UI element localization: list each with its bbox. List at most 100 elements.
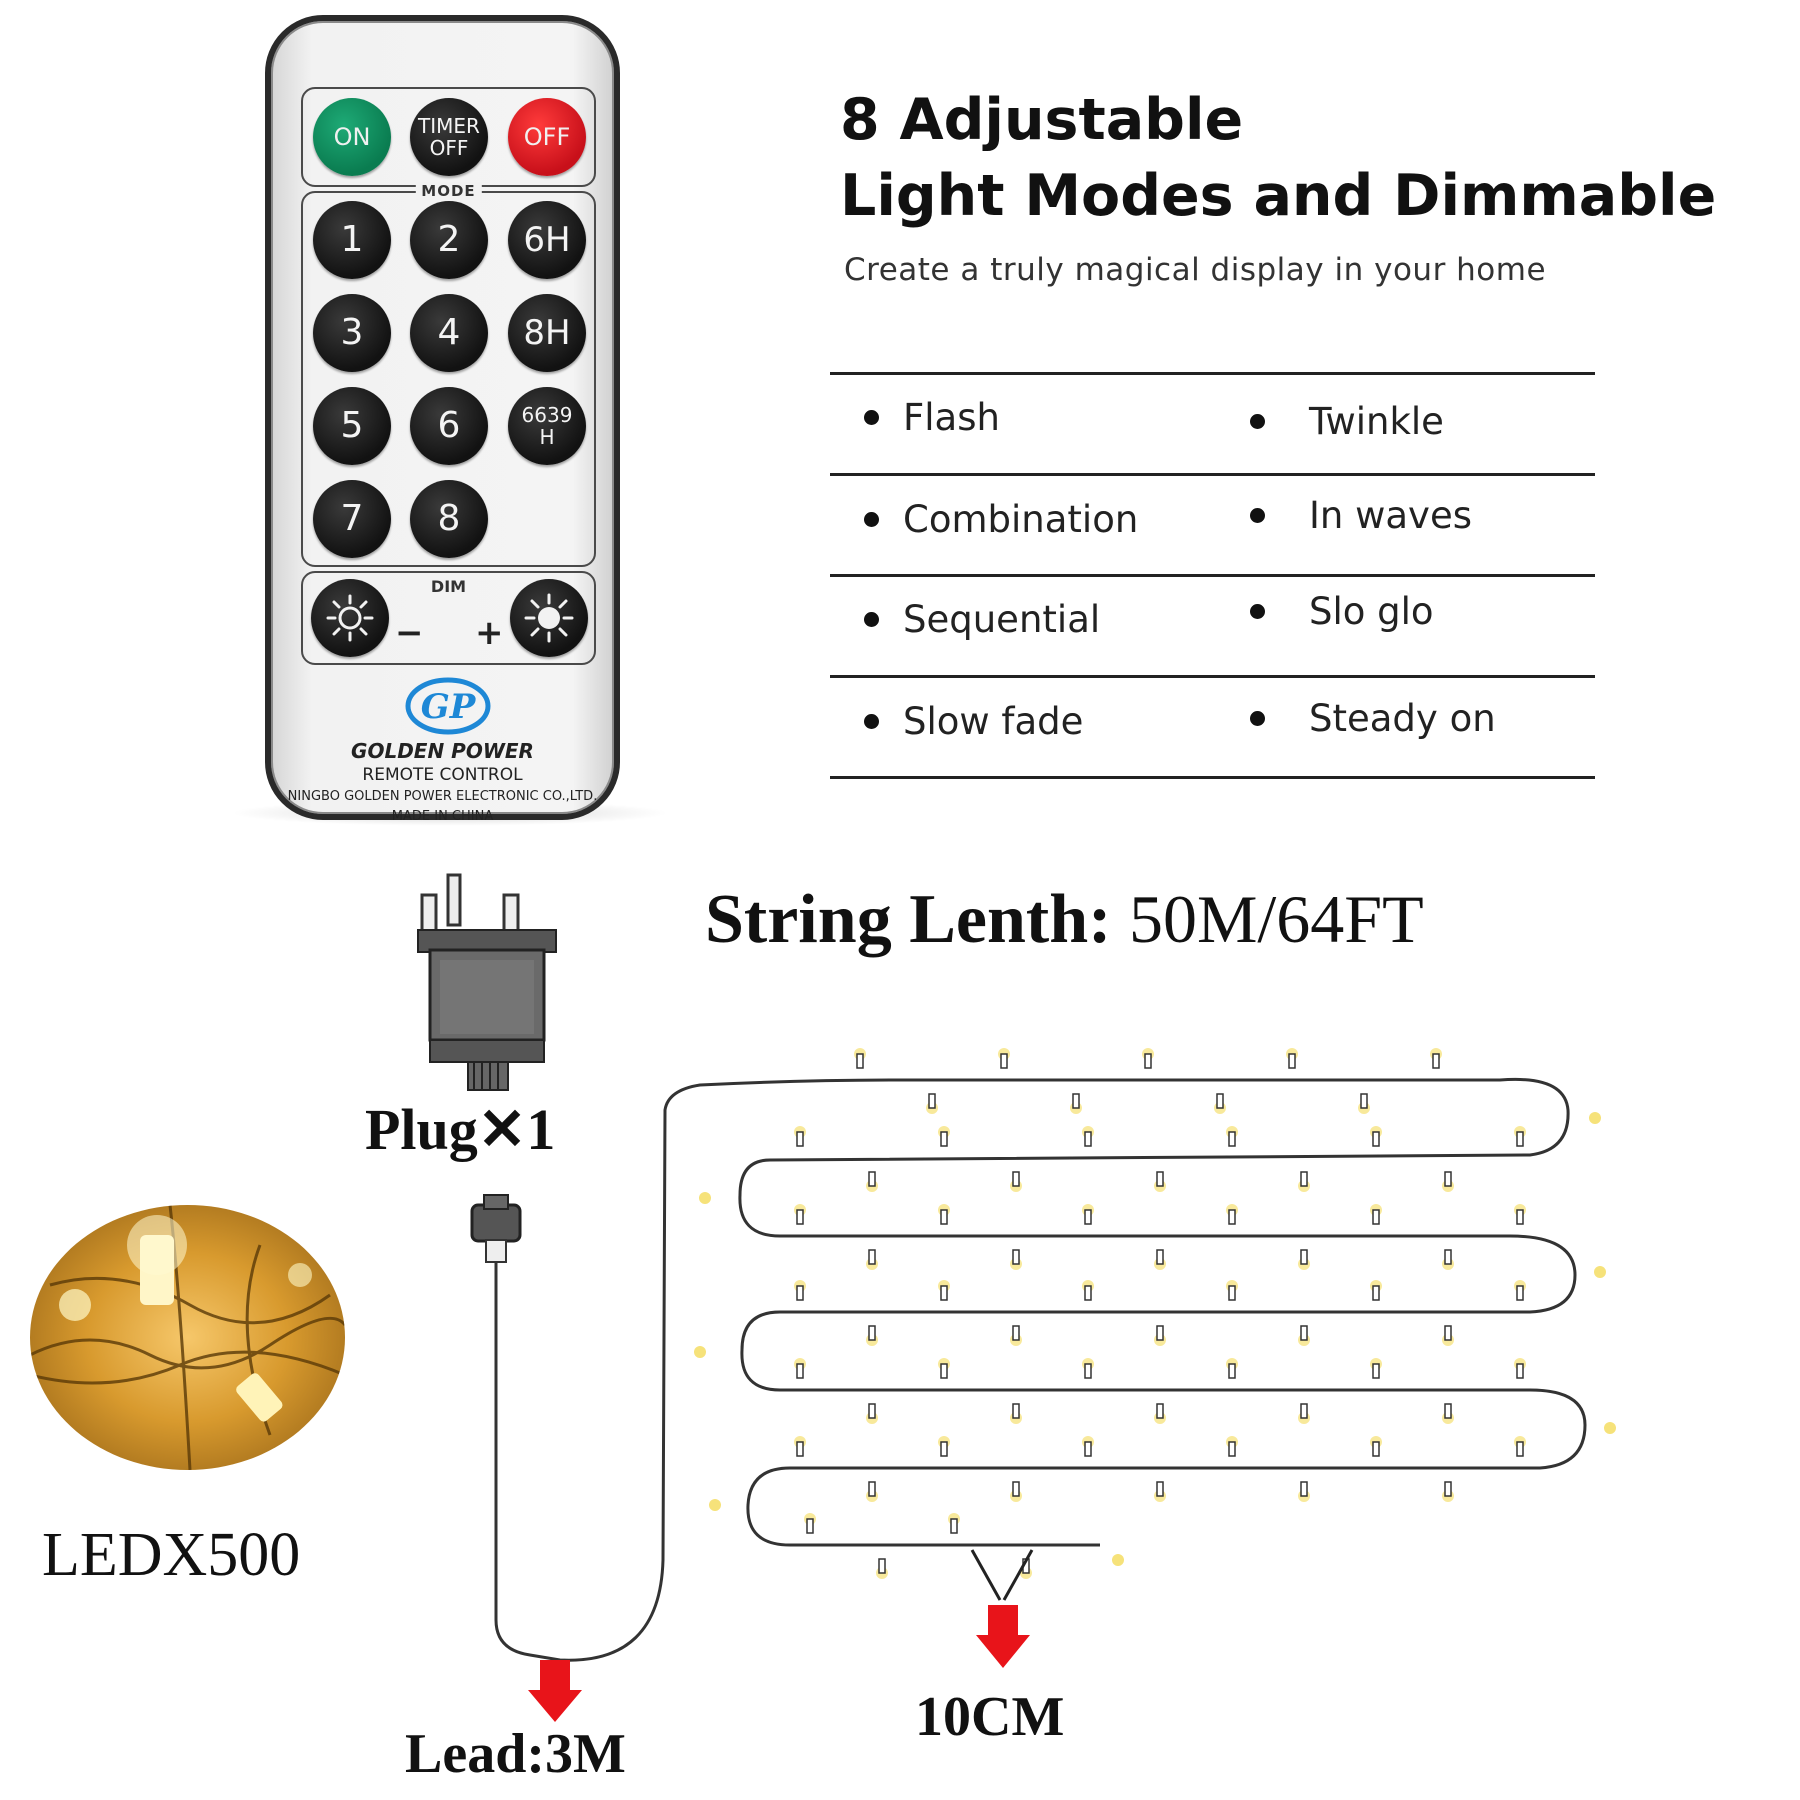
mode-slo-glo: Slo glo bbox=[1250, 590, 1434, 633]
led-photo bbox=[30, 1205, 345, 1470]
led-bulb-icon bbox=[694, 1346, 706, 1358]
gp-logo-icon: GP bbox=[405, 677, 491, 735]
led-bulb-icon bbox=[948, 1513, 960, 1534]
led-bulb-icon bbox=[699, 1192, 711, 1204]
led-bulb-icon bbox=[1442, 1481, 1454, 1502]
led-bulb-icon bbox=[1226, 1358, 1238, 1379]
led-bulb-icon bbox=[1370, 1204, 1382, 1225]
mode-label: MODE bbox=[415, 182, 482, 200]
dim-plus-sign: + bbox=[475, 613, 504, 653]
divider bbox=[830, 473, 1595, 476]
led-count-label: LEDX500 bbox=[42, 1521, 301, 1589]
page-title: 8 Adjustable Light Modes and Dimmable bbox=[840, 87, 1717, 229]
divider bbox=[830, 372, 1595, 375]
led-bulb-icon bbox=[1082, 1436, 1094, 1457]
mode-slow-fade: Slow fade bbox=[864, 700, 1083, 743]
led-bulb-icon bbox=[1604, 1422, 1616, 1434]
led-bulb-icon bbox=[1594, 1266, 1606, 1278]
sun-dim-icon bbox=[326, 594, 374, 642]
led-bulb-icon bbox=[938, 1126, 950, 1147]
mode-combination: Combination bbox=[864, 498, 1138, 541]
connector-icon bbox=[470, 1194, 522, 1263]
dim-down-button[interactable] bbox=[311, 579, 389, 657]
led-bulb-icon bbox=[1442, 1403, 1454, 1424]
bullet-icon bbox=[864, 714, 879, 729]
led-bulb-icon bbox=[1226, 1436, 1238, 1457]
led-bulb-icon bbox=[1298, 1249, 1310, 1270]
led-bulb-icon bbox=[1589, 1112, 1601, 1124]
led-bulb-icon bbox=[1298, 1325, 1310, 1346]
timer-6h-button[interactable]: 6H bbox=[508, 201, 586, 279]
dim-panel: DIM − + bbox=[301, 571, 596, 665]
on-button[interactable]: ON bbox=[313, 98, 391, 176]
led-bulb-icon bbox=[1082, 1126, 1094, 1147]
led-bulb-icon bbox=[794, 1358, 806, 1379]
divider bbox=[830, 675, 1595, 678]
spacing-marker-line bbox=[970, 1549, 1002, 1601]
off-button[interactable]: OFF bbox=[508, 98, 586, 176]
led-spacing-label: 10CM bbox=[915, 1686, 1065, 1748]
led-bulb-icon bbox=[1082, 1358, 1094, 1379]
mode-twinkle: Twinkle bbox=[1250, 400, 1444, 443]
led-string-photo-icon bbox=[30, 1205, 345, 1470]
bullet-icon bbox=[864, 512, 879, 527]
lead-length-label: Lead:3M bbox=[405, 1723, 626, 1785]
led-bulb-icon bbox=[1226, 1126, 1238, 1147]
mode-button-7[interactable]: 7 bbox=[313, 480, 391, 558]
led-bulb-icon bbox=[1370, 1436, 1382, 1457]
dim-minus-sign: − bbox=[395, 613, 424, 653]
led-bulb-icon bbox=[998, 1048, 1010, 1069]
arrow-down-icon bbox=[528, 1660, 582, 1722]
led-bulb-icon bbox=[1082, 1204, 1094, 1225]
divider bbox=[830, 776, 1595, 779]
led-bulb-icon bbox=[1286, 1048, 1298, 1069]
mode-button-2[interactable]: 2 bbox=[410, 201, 488, 279]
led-bulb-icon bbox=[1010, 1481, 1022, 1502]
timer-8h-button[interactable]: 8H bbox=[508, 294, 586, 372]
led-bulb-icon bbox=[1226, 1280, 1238, 1301]
mode-button-4[interactable]: 4 bbox=[410, 294, 488, 372]
bullet-icon bbox=[864, 612, 879, 627]
led-bulb-icon bbox=[1514, 1358, 1526, 1379]
led-bulb-icon bbox=[794, 1280, 806, 1301]
led-bulb-icon bbox=[794, 1436, 806, 1457]
bullet-icon bbox=[864, 410, 879, 425]
led-bulb-icon bbox=[1298, 1403, 1310, 1424]
mode-steady-on: Steady on bbox=[1250, 697, 1496, 740]
led-bulb-icon bbox=[1298, 1171, 1310, 1192]
mode-sequential: Sequential bbox=[864, 598, 1100, 641]
dim-up-button[interactable] bbox=[510, 579, 588, 657]
led-bulb-icon bbox=[1010, 1249, 1022, 1270]
led-bulb-icon bbox=[1442, 1325, 1454, 1346]
led-bulb-icon bbox=[1214, 1093, 1226, 1114]
led-bulb-icon bbox=[938, 1204, 950, 1225]
led-bulbs bbox=[694, 1048, 1616, 1579]
led-bulb-icon bbox=[854, 1048, 866, 1069]
led-bulb-icon bbox=[1154, 1249, 1166, 1270]
led-bulb-icon bbox=[1226, 1204, 1238, 1225]
arrow-down-icon bbox=[976, 1605, 1030, 1668]
string-length-title: String Lenth: 50M/64FT bbox=[705, 881, 1424, 958]
light-string-wire bbox=[494, 1077, 1587, 1662]
brand-company: NINGBO GOLDEN POWER ELECTRONIC CO.,LTD. bbox=[287, 789, 598, 804]
mode-button-3[interactable]: 3 bbox=[313, 294, 391, 372]
mode-button-6[interactable]: 6 bbox=[410, 387, 488, 465]
led-bulb-icon bbox=[866, 1481, 878, 1502]
brand-name: GOLDEN POWER bbox=[351, 739, 534, 763]
led-bulb-icon bbox=[1298, 1481, 1310, 1502]
led-bulb-icon bbox=[1154, 1481, 1166, 1502]
mode-button-1[interactable]: 1 bbox=[313, 201, 391, 279]
led-bulb-icon bbox=[1070, 1093, 1082, 1114]
led-bulb-icon bbox=[804, 1513, 816, 1534]
plug-label: Plug✕1 bbox=[365, 1097, 556, 1162]
mode-button-5[interactable]: 5 bbox=[313, 387, 391, 465]
mode-button-8[interactable]: 8 bbox=[410, 480, 488, 558]
led-bulb-icon bbox=[926, 1093, 938, 1114]
brand-origin: MADE IN CHINA bbox=[391, 809, 494, 824]
